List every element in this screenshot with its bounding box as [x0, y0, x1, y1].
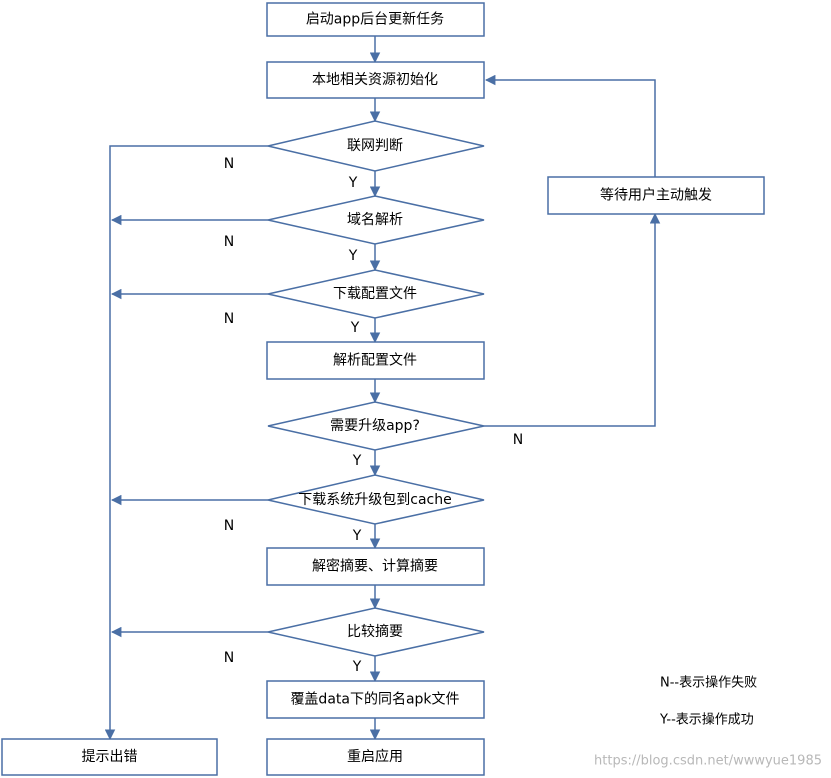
start-box — [266, 2, 485, 37]
no-label-download-config: N — [224, 311, 234, 327]
arrow-no-upgrade-to-wait — [484, 212, 661, 427]
dns-diamond — [267, 195, 485, 245]
parse-config-box — [266, 341, 485, 380]
yes-label-dns: Y — [348, 248, 358, 264]
compare-label: 比较摘要 — [347, 623, 403, 640]
yes-label-net-check: Y — [348, 175, 358, 191]
connectors — [104, 36, 661, 741]
error-box — [1, 738, 218, 776]
no-label-dns: N — [224, 234, 234, 250]
init-box — [266, 61, 485, 99]
download-package-diamond — [267, 474, 485, 525]
no-label-compare: N — [224, 650, 234, 666]
net-check-diamond — [267, 120, 485, 172]
no-label-net-check: N — [224, 156, 234, 172]
download-config-label: 下载配置文件 — [333, 286, 417, 302]
legend-no-meaning: N--表示操作失败 — [660, 675, 757, 691]
yes-label-compare: Y — [352, 659, 362, 675]
restart-box — [266, 738, 485, 776]
need-upgrade-diamond — [267, 401, 485, 451]
watermark: https://blog.csdn.net/wwwyue1985 — [594, 754, 822, 769]
wait-user-box — [547, 176, 765, 215]
need-upgrade-label: 需要升级app? — [330, 418, 420, 434]
legend-yes-meaning: Y--表示操作成功 — [659, 712, 754, 728]
init-label: 本地相关资源初始化 — [312, 71, 438, 88]
compare-diamond — [267, 607, 485, 657]
download-config-diamond — [267, 269, 485, 319]
download-package-label: 下载系统升级包到cache — [298, 492, 451, 508]
no-label-download-package: N — [224, 518, 234, 534]
parse-config-label: 解析配置文件 — [333, 353, 417, 369]
arrow-wait-to-init — [484, 74, 656, 177]
yes-label-download-config: Y — [350, 320, 360, 336]
error-label: 提示出错 — [82, 749, 138, 765]
no-label-need-upgrade: N — [513, 432, 523, 448]
yes-label-download-package: Y — [352, 528, 362, 544]
restart-label: 重启应用 — [347, 748, 403, 765]
net-check-label: 联网判断 — [347, 138, 403, 154]
digest-label: 解密摘要、计算摘要 — [312, 558, 438, 575]
dns-label: 域名解析 — [347, 212, 403, 228]
overwrite-label: 覆盖data下的同名apk文件 — [290, 692, 459, 708]
yes-label-need-upgrade: Y — [352, 453, 362, 469]
overwrite-box — [266, 680, 485, 719]
digest-box — [266, 547, 485, 586]
start-label: 启动app后台更新任务 — [306, 12, 444, 28]
arrow-net-check-fail-to-error — [104, 145, 268, 741]
wait-user-label: 等待用户主动触发 — [600, 187, 712, 204]
